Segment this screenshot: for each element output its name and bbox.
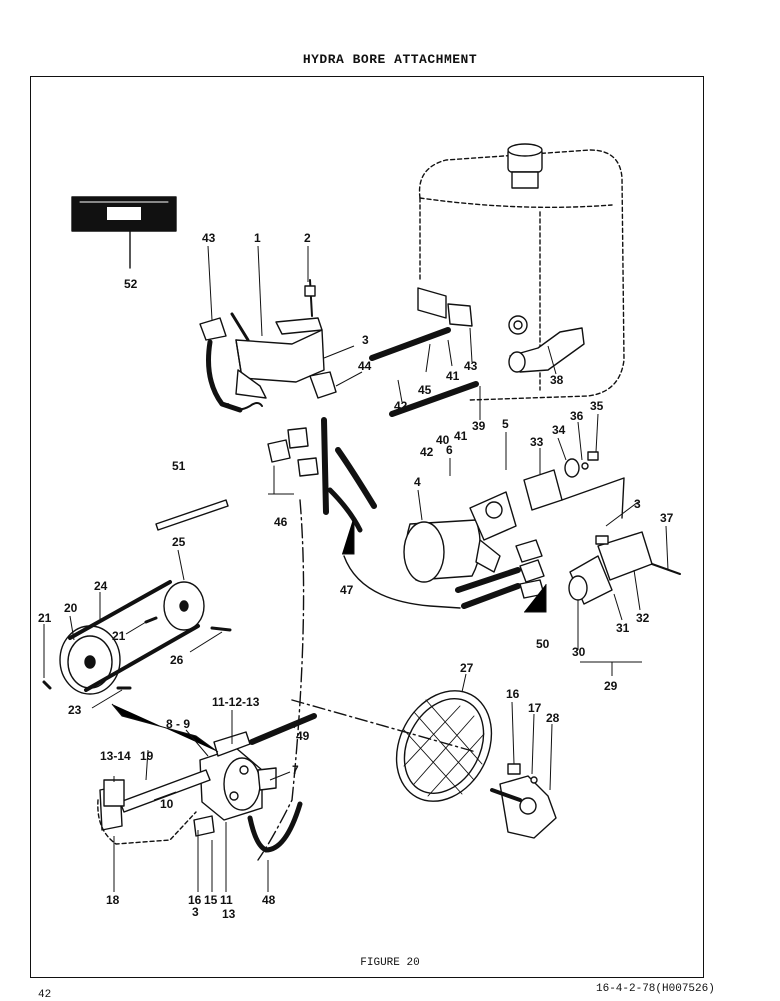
callout-3-upper: 3 (362, 333, 369, 347)
callout-34: 34 (552, 423, 566, 437)
callout-17: 17 (528, 701, 542, 715)
callout-13-14: 13-14 (100, 749, 131, 763)
callout-29: 29 (604, 679, 618, 693)
callout-3-lower: 3 (192, 905, 199, 919)
callout-21-center: 21 (112, 629, 126, 643)
callout-41-upper: 41 (446, 369, 460, 383)
filler-cap (507, 143, 543, 189)
callout-3-right: 3 (634, 497, 641, 511)
callout-19: 19 (140, 749, 154, 763)
page-title: HYDRA BORE ATTACHMENT (302, 52, 478, 67)
callout-41-lower: 41 (454, 429, 468, 443)
callout-36: 36 (570, 409, 584, 423)
callout-38: 38 (550, 373, 564, 387)
gear-pump (199, 731, 277, 821)
callout-31: 31 (616, 621, 630, 635)
hydraulic-motor (403, 491, 517, 583)
callout-18: 18 (106, 893, 120, 907)
callout-35: 35 (590, 399, 604, 413)
callout-11-12-13: 11-12-13 (212, 695, 260, 709)
callout-20: 20 (64, 601, 78, 615)
callout-30: 30 (572, 645, 586, 659)
control-valve (230, 312, 325, 399)
callout-6: 6 (446, 443, 453, 457)
belt-drive (59, 580, 205, 695)
callout-16-right: 16 (506, 687, 520, 701)
callout-47: 47 (340, 583, 354, 597)
callout-42-upper: 42 (394, 399, 408, 413)
callout-13: 13 (222, 907, 236, 921)
callout-44: 44 (358, 359, 372, 373)
callout-16-lower: 16 (188, 893, 202, 907)
callout-10: 10 (160, 797, 174, 811)
callout-27: 27 (460, 661, 474, 675)
callout-26: 26 (170, 653, 184, 667)
callout-7: 7 (292, 763, 299, 777)
callout-28: 28 (546, 711, 560, 725)
universal-joint (568, 531, 681, 605)
callout-21-left: 21 (38, 611, 52, 625)
callout-33: 33 (530, 435, 544, 449)
callout-8-9: 8 - 9 (166, 717, 190, 731)
callout-39: 39 (472, 419, 486, 433)
decal-plate (71, 196, 177, 269)
callout-52: 52 (124, 277, 138, 291)
callout-1: 1 (254, 231, 261, 245)
callout-50: 50 (536, 637, 550, 651)
callout-11: 11 (220, 893, 233, 907)
callout-43-right: 43 (464, 359, 478, 373)
screen-guard (395, 690, 493, 802)
callout-5: 5 (502, 417, 509, 431)
callout-40: 40 (436, 433, 450, 447)
callout-45: 45 (418, 383, 432, 397)
callout-23: 23 (68, 703, 82, 717)
callout-2: 2 (304, 231, 311, 245)
tank-fittings (417, 287, 585, 373)
callout-49: 49 (296, 729, 310, 743)
callout-4: 4 (414, 475, 421, 489)
page-number: 42 (38, 989, 52, 1001)
callout-15: 15 (204, 893, 218, 907)
callout-37: 37 (660, 511, 674, 525)
callout-32: 32 (636, 611, 650, 625)
callout-43-left: 43 (202, 231, 216, 245)
callout-24: 24 (94, 579, 108, 593)
callout-48: 48 (262, 893, 276, 907)
callout-51: 51 (172, 459, 186, 473)
callout-46: 46 (274, 515, 288, 529)
callout-42-lower: 42 (420, 445, 434, 459)
hose-assemblies (257, 327, 479, 861)
callout-25: 25 (172, 535, 186, 549)
figure-frame (30, 76, 704, 978)
figure-caption: FIGURE 20 (360, 957, 420, 969)
document-reference: 16-4-2-78(H007526) (596, 983, 715, 995)
